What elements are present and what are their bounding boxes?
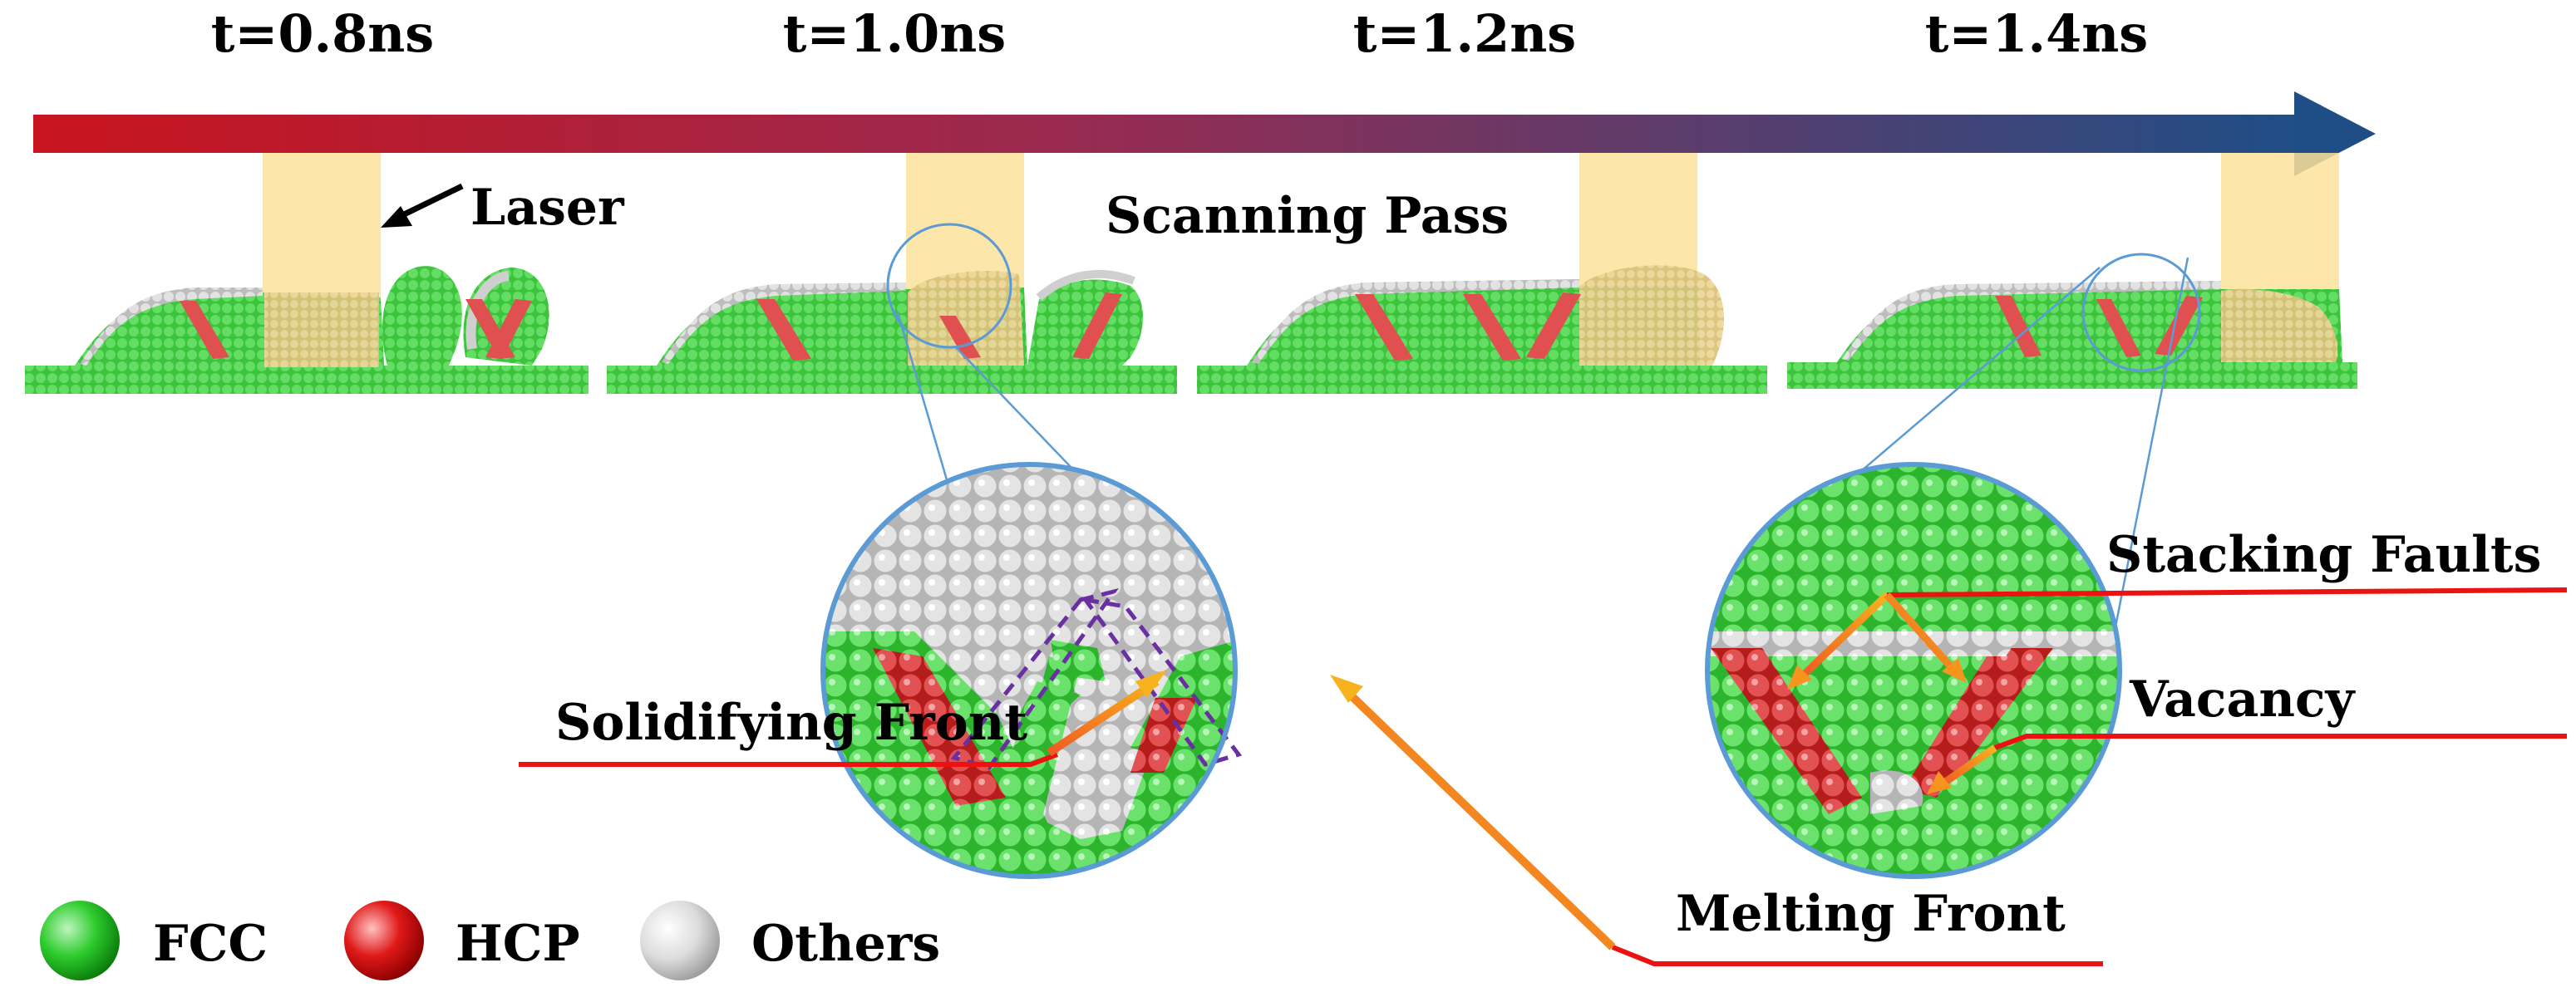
solidifying-front-callout (519, 670, 1167, 767)
time-label-1: t=0.8ns (211, 3, 434, 64)
vacancy-label: Vacancy (2129, 670, 2356, 729)
scanning-pass-label: Scanning Pass (1106, 187, 1509, 245)
time-arrow (33, 91, 2376, 176)
snapshot-4 (1787, 281, 2357, 389)
zoom-view-left (820, 462, 1243, 879)
zoom-source-circle-left (886, 223, 1012, 349)
melting-front-label: Melting Front (1676, 885, 2066, 943)
legend-fcc-swatch (40, 901, 120, 980)
time-label-3: t=1.2ns (1353, 3, 1576, 64)
legend-fcc-label: FCC (153, 915, 268, 973)
vacancy-callout (1927, 734, 2567, 794)
time-label-4: t=1.4ns (1925, 3, 2148, 64)
melting-front-callout (1330, 675, 2103, 966)
snapshot-1 (25, 266, 589, 394)
legend: FCC HCP Others (40, 901, 940, 980)
zoom-view-right (1705, 462, 2122, 879)
legend-others-label: Others (751, 915, 940, 973)
stacking-faults-label: Stacking Faults (2106, 526, 2541, 584)
laser-label: Laser (470, 179, 625, 237)
laser-pointer-arrow (381, 183, 464, 228)
stacking-faults-callout (1787, 587, 2568, 690)
solidifying-front-label: Solidifying Front (555, 694, 1027, 752)
zoom-source-circle-right (2081, 253, 2201, 372)
legend-hcp-label: HCP (456, 915, 580, 973)
snapshot-3 (1197, 265, 1767, 394)
legend-others-swatch (640, 901, 720, 980)
legend-hcp-swatch (344, 901, 424, 980)
snapshot-2 (607, 269, 1177, 394)
time-label-2: t=1.0ns (783, 3, 1006, 64)
